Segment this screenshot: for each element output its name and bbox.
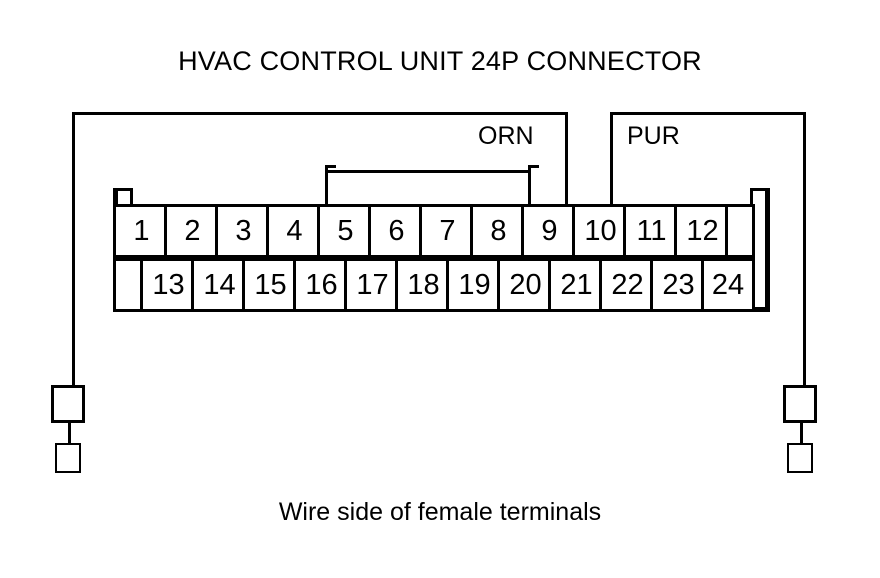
pin-cell[interactable]: 13 [140,258,194,312]
pin-cell[interactable]: 15 [242,258,296,312]
left-terminal-tip [55,443,81,473]
jumper-bracket-bar [325,170,531,173]
pin-cell[interactable]: 20 [497,258,551,312]
jumper-bracket-left-leg [325,165,328,204]
pin-cell[interactable]: 12 [674,204,728,258]
pin-cell[interactable]: 8 [470,204,524,258]
orn-wire-pin-drop [565,112,568,204]
pin-cell[interactable]: 3 [215,204,269,258]
pin-cell[interactable]: 14 [191,258,245,312]
jumper-bracket-left-cap [325,165,336,168]
connector-bottom-row: 13 14 15 16 17 18 19 20 21 22 23 24 [113,258,755,312]
connector-right-edge [765,188,770,312]
pin-cell[interactable]: 7 [419,204,473,258]
connector-bottom-row-filler [113,258,143,312]
orn-wire-label: ORN [478,122,534,150]
pin-cell[interactable]: 19 [446,258,500,312]
right-terminal-tip [787,443,813,473]
pin-cell[interactable]: 21 [548,258,602,312]
connector-left-notch-top [113,188,133,191]
pin-cell[interactable]: 11 [623,204,677,258]
orn-wire-horizontal [72,112,568,115]
pur-wire-label: PUR [627,122,680,150]
connector-right-notch-step [750,188,753,207]
connector-right-notch-top [750,188,770,191]
pin-cell[interactable]: 4 [266,204,320,258]
pin-cell[interactable]: 17 [344,258,398,312]
left-terminal-stem [68,423,71,445]
pin-cell[interactable]: 5 [317,204,371,258]
connector-top-row: 1 2 3 4 5 6 7 8 9 10 11 12 [113,204,755,258]
pin-cell[interactable]: 2 [164,204,218,258]
connector-top-row-filler [725,204,755,258]
right-terminal-body [783,385,817,423]
orn-wire-left-drop [72,112,75,385]
diagram-title: HVAC CONTROL UNIT 24P CONNECTOR [178,46,702,76]
pin-cell[interactable]: 1 [113,204,167,258]
connector-left-notch-step [130,188,133,207]
pin-cell[interactable]: 9 [521,204,575,258]
pin-cell[interactable]: 6 [368,204,422,258]
pin-cell[interactable]: 18 [395,258,449,312]
pin-cell[interactable]: 10 [572,204,626,258]
pin-cell[interactable]: 24 [701,258,755,312]
pur-wire-pin-drop [610,112,613,204]
pin-cell[interactable]: 23 [650,258,704,312]
pur-wire-horizontal [610,112,806,115]
left-terminal-body [51,385,85,423]
jumper-bracket-right-leg [528,165,531,204]
right-terminal-stem [800,423,803,445]
jumper-bracket-right-cap [528,165,539,168]
pin-cell[interactable]: 22 [599,258,653,312]
pur-wire-right-drop [803,112,806,385]
diagram-caption: Wire side of female terminals [278,498,602,526]
pin-cell[interactable]: 16 [293,258,347,312]
